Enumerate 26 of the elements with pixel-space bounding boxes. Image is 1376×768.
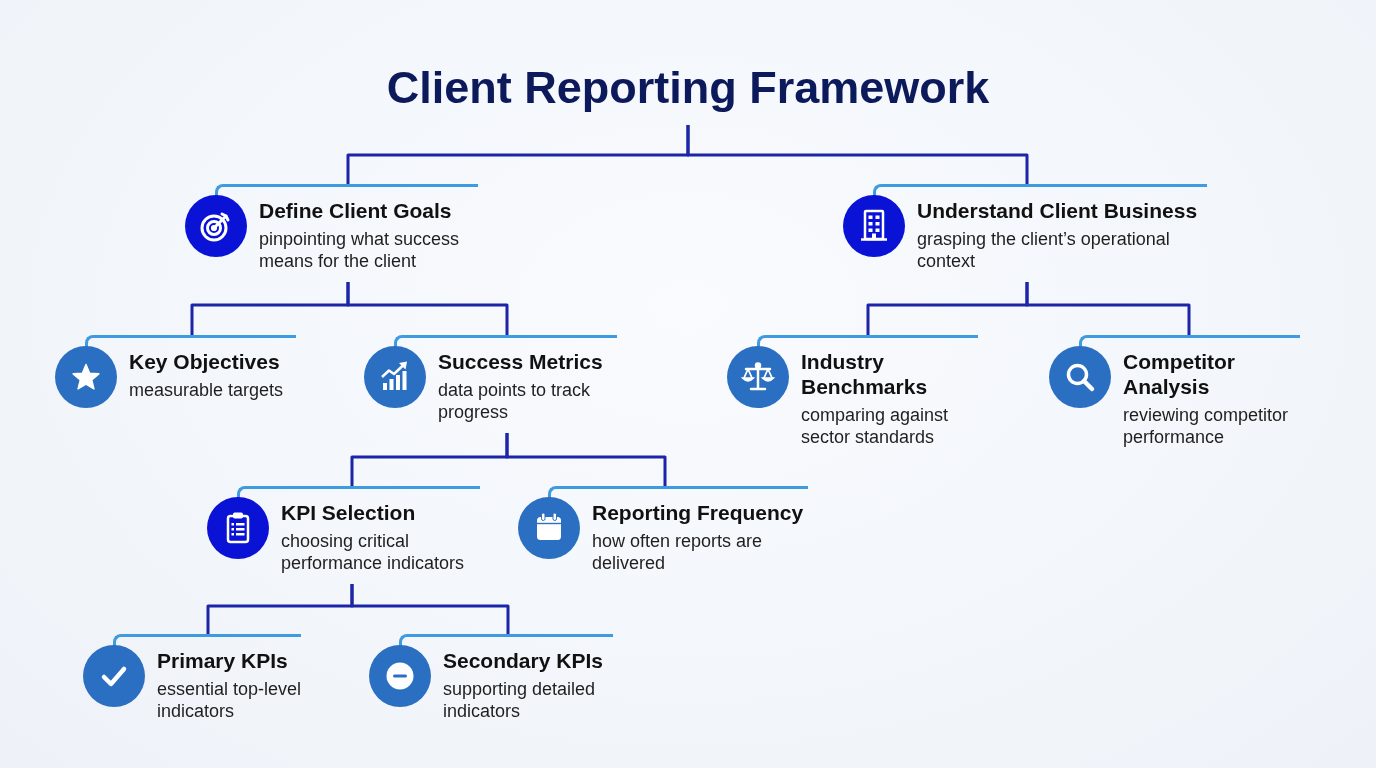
node-title: Secondary KPIs [443, 648, 603, 673]
node-title: Key Objectives [129, 349, 280, 374]
node-title: Reporting Frequency [592, 500, 804, 525]
node-description: essential top-level indicators [157, 678, 303, 722]
node-title: Understand Client Business [917, 198, 1198, 223]
diagram-title: Client Reporting Framework [386, 61, 990, 125]
node-description: reviewing competitor performance [1123, 404, 1290, 448]
node-description: comparing against sector standards [801, 404, 950, 448]
node-title: Industry Benchmarks [801, 349, 929, 399]
node-description: data points to track progress [438, 379, 592, 423]
connector-line [350, 584, 510, 634]
node-description: pinpointing what success means for the client [259, 228, 461, 272]
connector-line [1025, 282, 1191, 335]
node-title: Competitor Analysis [1123, 349, 1236, 399]
node-title: Define Client Goals [259, 198, 452, 223]
node-description: measurable targets [129, 379, 284, 401]
node-description: grasping the client’s operational context [917, 228, 1171, 272]
connector-line [505, 433, 667, 486]
node-title: Primary KPIs [157, 648, 288, 673]
connector-line [686, 125, 1029, 184]
node-description: supporting detailed indicators [443, 678, 597, 722]
node-description: how often reports are delivered [592, 530, 764, 574]
connector-line [346, 282, 509, 335]
node-title: Success Metrics [438, 349, 603, 374]
node-title: KPI Selection [281, 500, 416, 525]
node-description: choosing critical performance indicators [281, 530, 466, 574]
